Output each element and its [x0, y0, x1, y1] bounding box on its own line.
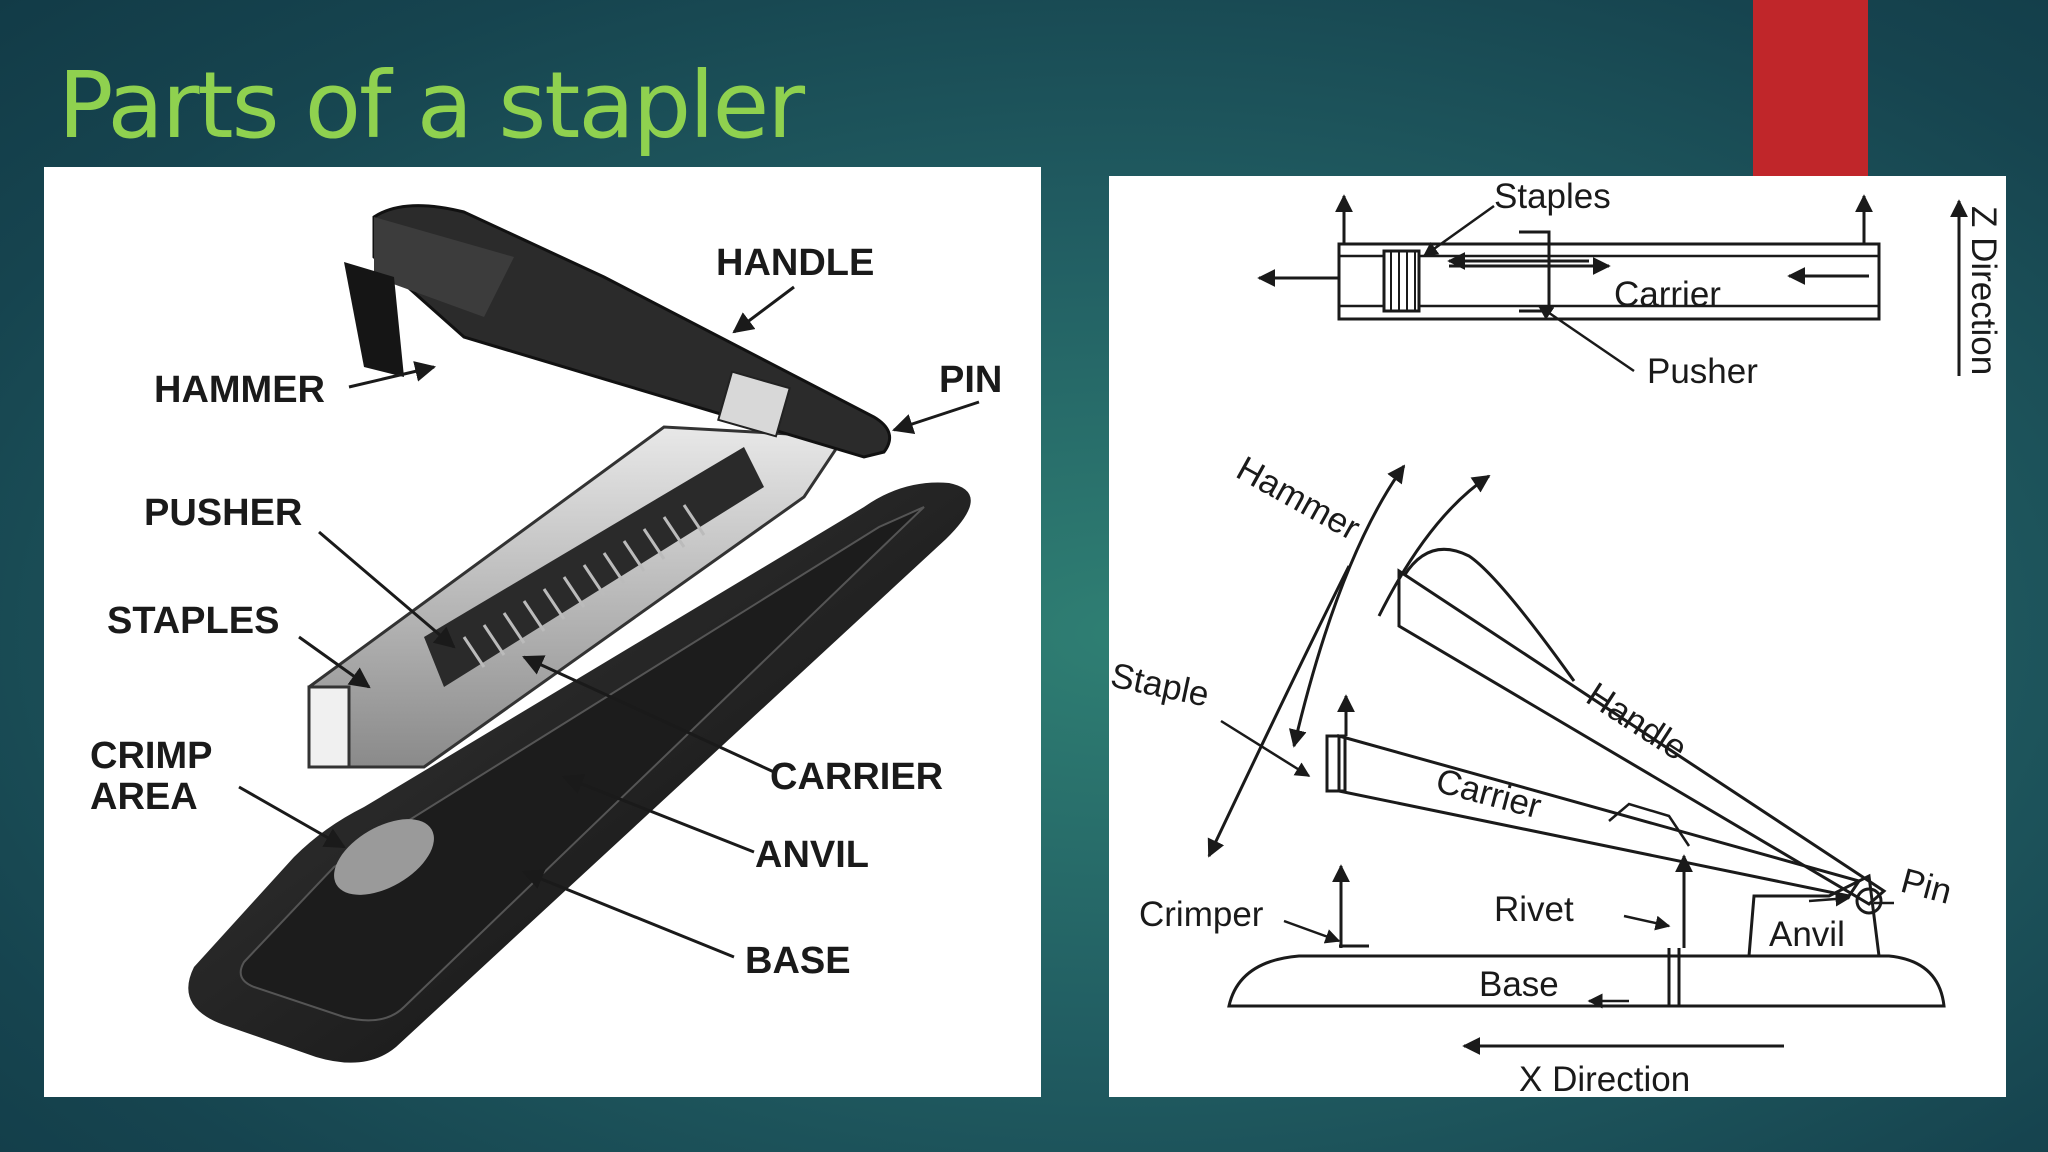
stapler-photo-panel: HANDLE HAMMER PIN PUSHER STAPLES CRIMP A…	[44, 167, 1041, 1097]
stapler-diagram: Staples Carrier Pusher Z Direction	[1109, 177, 2003, 1097]
top-view-carrier-assembly	[1257, 194, 1968, 376]
label-crimp-area-1: CRIMP	[90, 735, 212, 777]
diagram-label-pusher: Pusher	[1647, 352, 1758, 391]
diagram-label-z-direction: Z Direction	[1964, 206, 2003, 375]
label-staples: STAPLES	[107, 600, 279, 642]
diagram-label-carrier-top: Carrier	[1614, 275, 1721, 314]
diagram-label-carrier: Carrier	[1432, 761, 1546, 826]
diagram-label-base: Base	[1479, 965, 1559, 1004]
label-crimp-area-2: AREA	[90, 776, 198, 818]
diagram-label-staples: Staples	[1494, 177, 1611, 216]
side-view-mechanism	[1207, 464, 1946, 1055]
stapler-handle-shape	[344, 204, 892, 459]
label-hammer: HAMMER	[154, 369, 325, 411]
accent-bar	[1753, 0, 1868, 176]
label-handle: HANDLE	[716, 242, 874, 284]
diagram-label-crimper: Crimper	[1139, 895, 1264, 934]
diagram-label-hammer: Hammer	[1230, 449, 1367, 548]
diagram-label-staple: Staple	[1109, 656, 1213, 715]
label-pin: PIN	[939, 359, 1002, 401]
diagram-label-anvil: Anvil	[1769, 915, 1845, 954]
stapler-diagram-panel: Staples Carrier Pusher Z Direction	[1109, 176, 2006, 1097]
diagram-label-x-direction: X Direction	[1519, 1060, 1690, 1097]
diagram-label-pin: Pin	[1897, 861, 1956, 912]
label-base: BASE	[745, 940, 851, 982]
slide-title: Parts of a stapler	[58, 52, 805, 159]
label-pusher: PUSHER	[144, 492, 302, 534]
label-anvil: ANVIL	[755, 834, 869, 876]
photo-callouts	[238, 285, 980, 959]
stapler-base-shape	[188, 482, 971, 1063]
stapler-carrier-shape	[307, 425, 847, 769]
label-carrier: CARRIER	[770, 756, 943, 798]
diagram-label-rivet: Rivet	[1494, 890, 1574, 929]
diagram-label-handle: Handle	[1580, 675, 1694, 768]
stapler-photo: HANDLE HAMMER PIN PUSHER STAPLES CRIMP A…	[90, 204, 1002, 1063]
